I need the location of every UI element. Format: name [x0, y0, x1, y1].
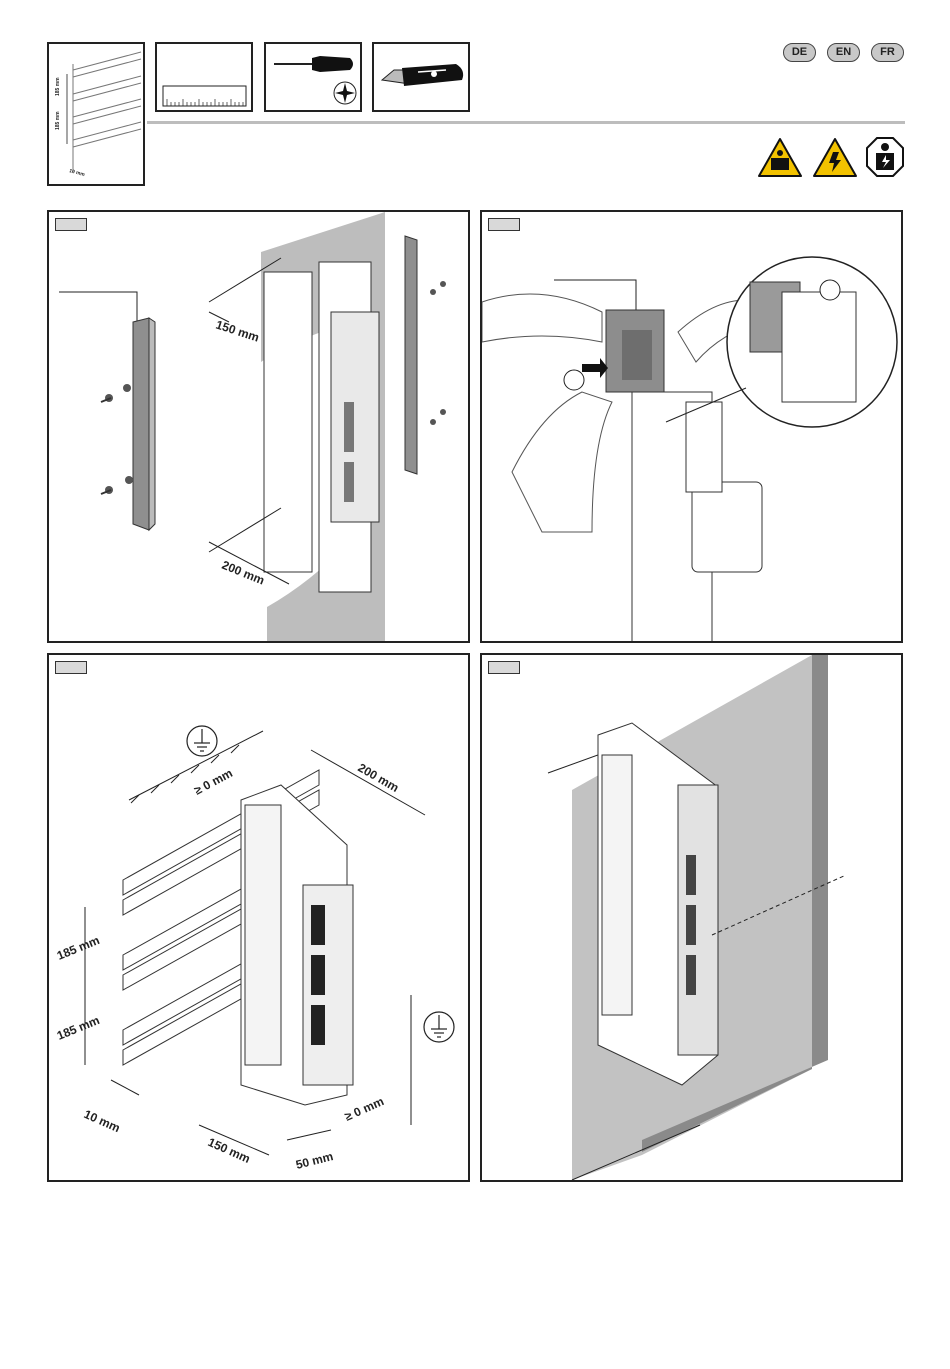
- utility-knife-icon: [374, 44, 468, 110]
- clearance-top: ≥ 0 mm: [192, 766, 235, 798]
- qualified-electrician-icon: [867, 138, 903, 176]
- clearance-right: ≥ 0 mm: [343, 1094, 386, 1124]
- warning-symbols: [757, 136, 907, 180]
- ruler-icon: [157, 44, 251, 110]
- step-3-panel: ≥ 0 mm ≥ 0 mm: [47, 653, 470, 1182]
- language-badge-en[interactable]: EN: [827, 43, 860, 62]
- step-2-illustration: [482, 212, 901, 641]
- rail-dim-c: 10 mm: [68, 168, 85, 178]
- step-1-panel: 150 mm 200 mm: [47, 210, 470, 643]
- header-divider: [147, 121, 905, 124]
- phillips-screwdriver-icon: [266, 44, 360, 110]
- ruler-tool-box: [155, 42, 253, 112]
- rail-spacing-b: 185 mm: [55, 1013, 102, 1043]
- electrical-hazard-icon: [814, 139, 856, 176]
- mounting-rails-tool-box: 185 mm 185 mm 10 mm: [47, 42, 145, 186]
- rail-dim-a: 185 mm: [55, 77, 61, 96]
- rail-spacing-a: 185 mm: [55, 933, 102, 963]
- dim-200mm: 200 mm: [356, 760, 402, 794]
- step-4-panel: [480, 653, 903, 1182]
- knife-tool-box: [372, 42, 470, 112]
- dim-150mm: 150 mm: [206, 1135, 253, 1166]
- mounting-rails-illustration: 185 mm 185 mm 10 mm: [49, 44, 143, 184]
- language-badge-de[interactable]: DE: [783, 43, 816, 62]
- dim-150mm: 150 mm: [214, 318, 261, 345]
- earth-symbol-right: [424, 1012, 454, 1042]
- earth-symbol-top: [187, 726, 217, 756]
- step-3-illustration: ≥ 0 mm ≥ 0 mm: [49, 655, 468, 1180]
- dim-200mm: 200 mm: [220, 558, 267, 588]
- rail-end-offset: 10 mm: [82, 1107, 122, 1135]
- language-badge-fr[interactable]: FR: [871, 43, 904, 62]
- crush-hazard-icon: [759, 139, 801, 176]
- step-1-illustration: 150 mm 200 mm: [49, 212, 468, 641]
- step-2-panel: [480, 210, 903, 643]
- step-4-illustration: [482, 655, 901, 1180]
- rail-dim-b: 185 mm: [55, 111, 61, 130]
- dim-50mm: 50 mm: [294, 1149, 334, 1172]
- screwdriver-tool-box: [264, 42, 362, 112]
